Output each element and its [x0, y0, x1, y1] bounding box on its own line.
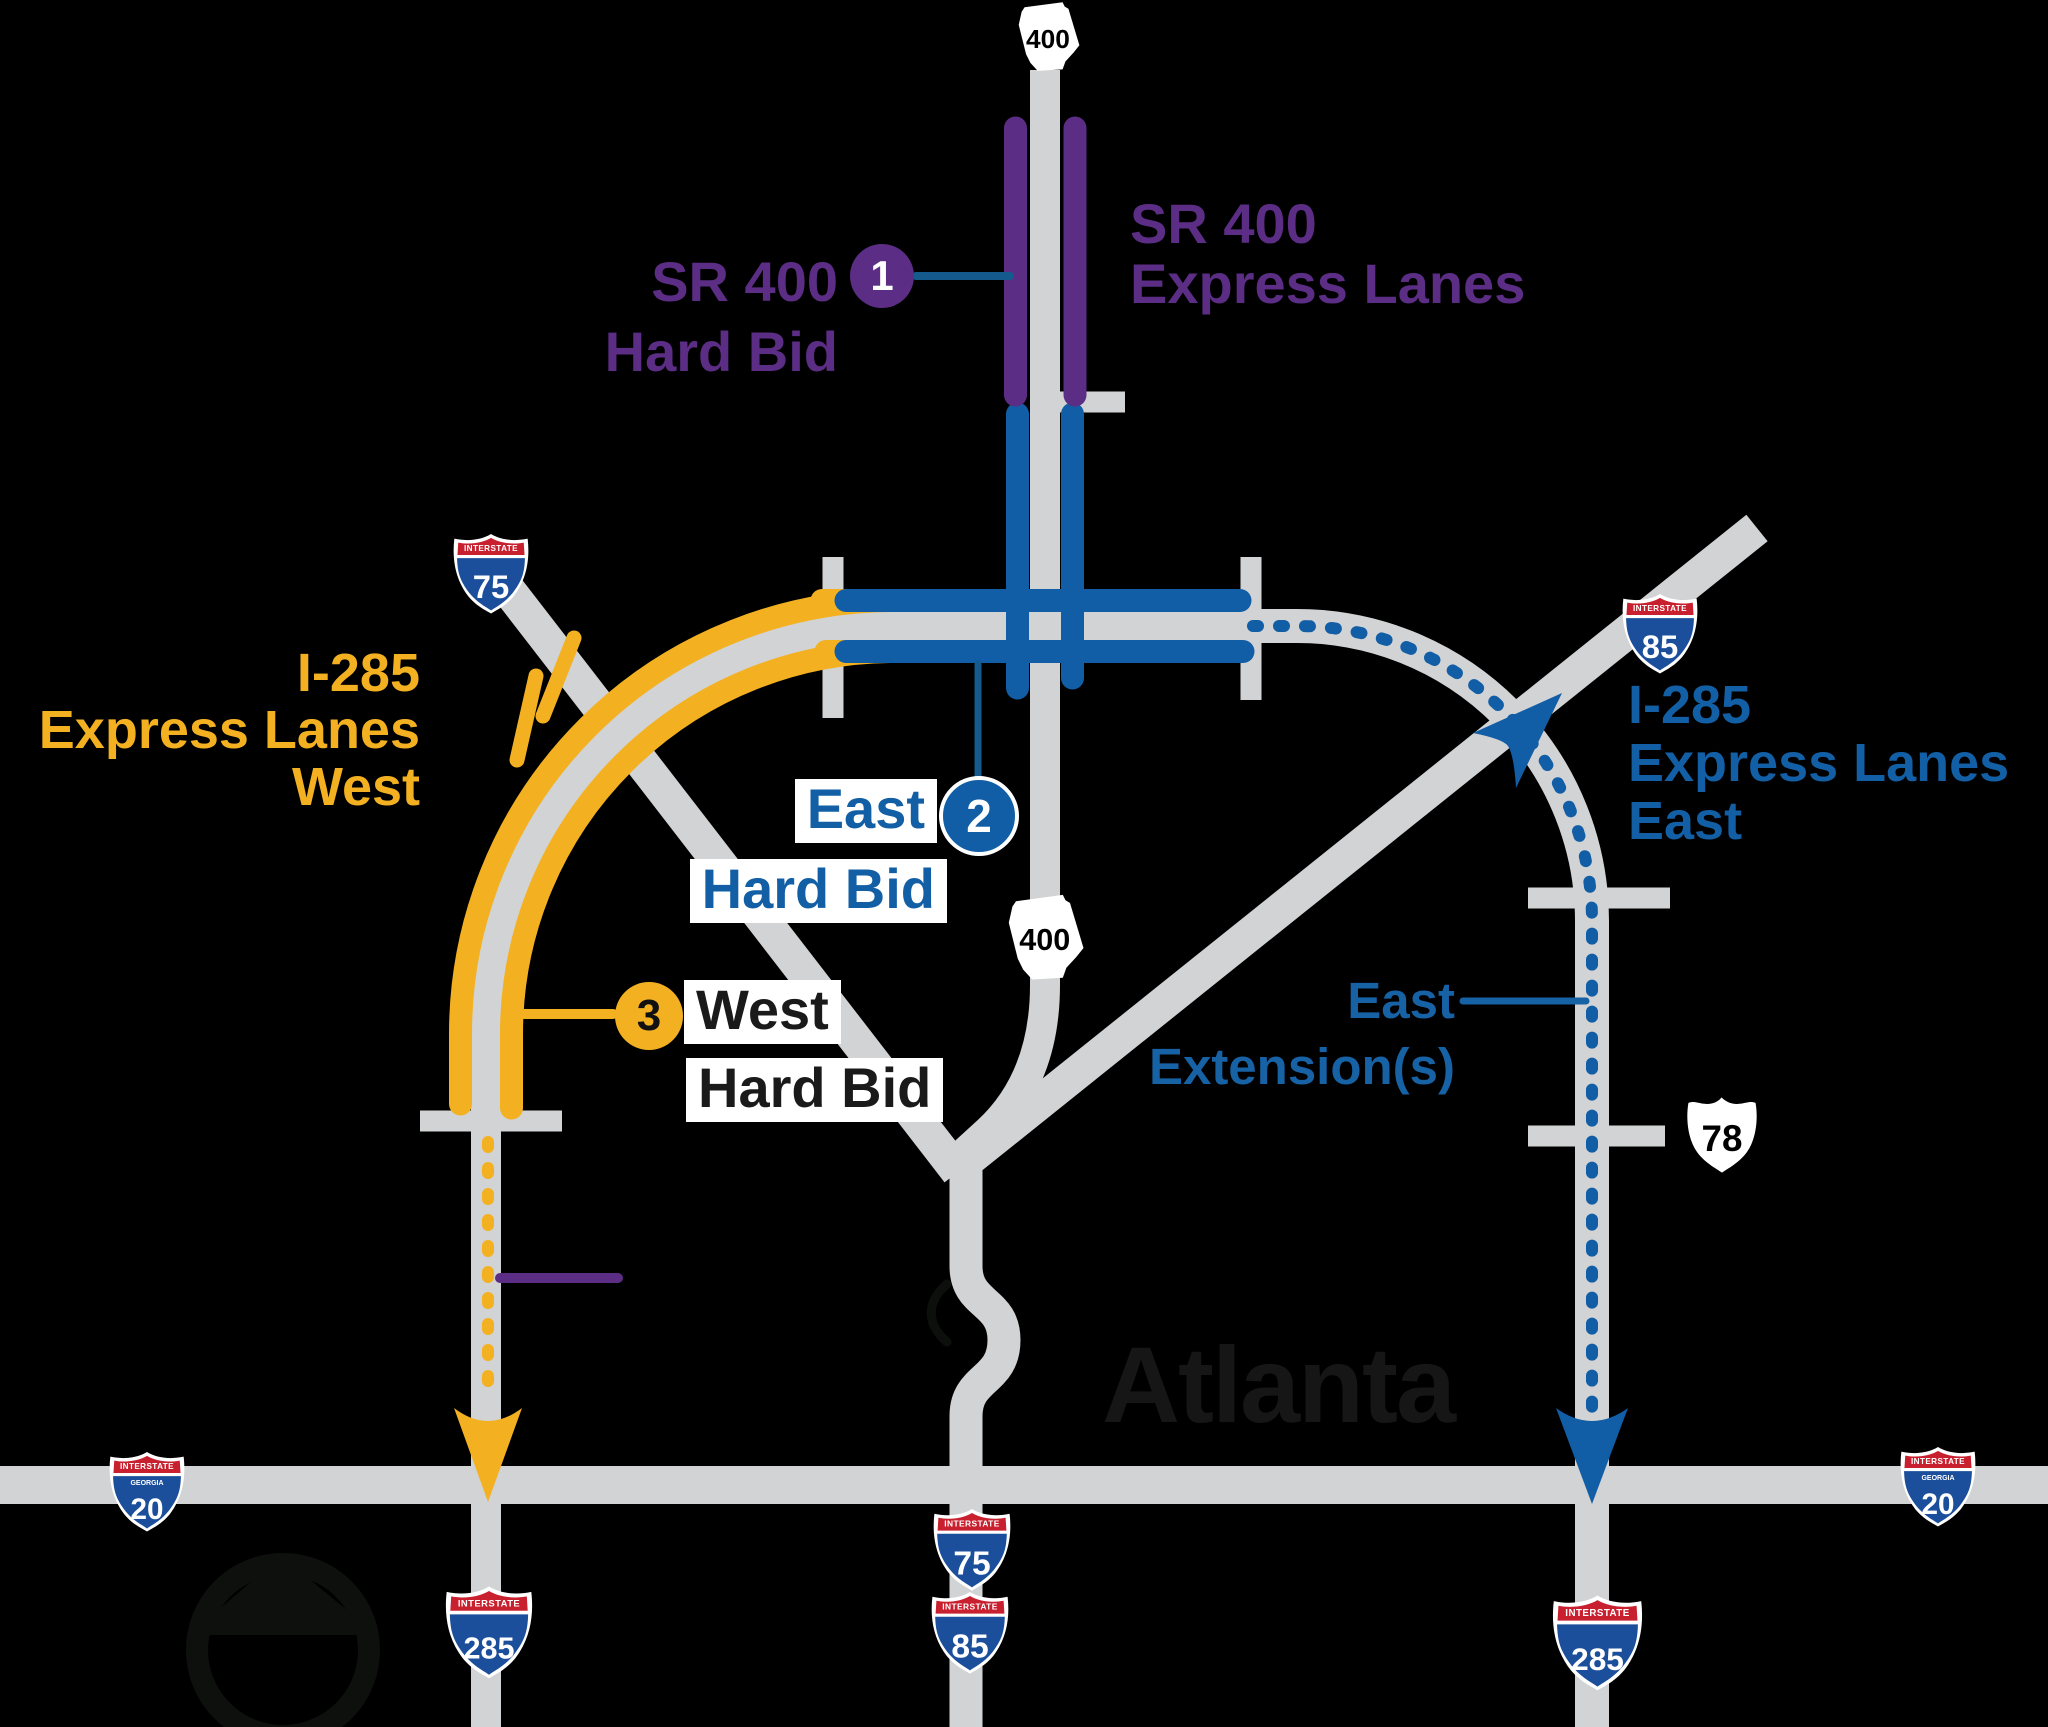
- blue-arrow-down-icon: [1556, 1408, 1628, 1504]
- road-i85-northeast: [937, 514, 1768, 1190]
- road-downtown-connector: [949, 1146, 1021, 1727]
- svg-text:75: 75: [473, 568, 509, 605]
- label-i285-east-line3: East: [1628, 791, 1743, 851]
- chip-west-hard-bid: Hard Bid: [686, 1058, 944, 1122]
- gdot-logo-bar: [190, 1624, 377, 1635]
- svg-text:75: 75: [953, 1546, 990, 1583]
- road-i285-top-west-perimeter: [471, 611, 1299, 1727]
- extension-dotted-lines: [482, 620, 1598, 1428]
- label-i285-west-line1: I-285: [296, 643, 420, 703]
- svg-text:85: 85: [1642, 628, 1678, 665]
- svg-text:INTERSTATE: INTERSTATE: [464, 544, 518, 553]
- svg-text:400: 400: [1019, 923, 1070, 957]
- svg-text:INTERSTATE: INTERSTATE: [458, 1598, 520, 1609]
- gold-lane-inner: [500, 640, 895, 1120]
- label-sr400-express-lanes: SR 400 Express Lanes: [1130, 194, 1525, 314]
- label-sr400-express-lanes-line1: SR 400: [1130, 192, 1317, 255]
- city-label-atlanta: Atlanta: [1102, 1324, 1456, 1445]
- gold-lane-outer: [449, 589, 895, 1116]
- label-sr400-hard-bid-line2: Hard Bid: [604, 320, 838, 383]
- i285-shield-right: INTERSTATE 285: [1552, 1595, 1643, 1691]
- gold-hash-marks: [509, 630, 582, 768]
- marker-2: 2: [939, 776, 1019, 856]
- label-east-extensions-line1: East: [1347, 972, 1455, 1029]
- sr400-purple-lanes: [1004, 116, 1087, 407]
- svg-text:GEORGIA: GEORGIA: [130, 1480, 163, 1487]
- chip-west: West: [684, 980, 841, 1044]
- sr400-shield-top: 400: [1018, 2, 1080, 71]
- blue-arrow-northeast-icon: [1473, 693, 1562, 788]
- i85-shield-top: INTERSTATE 85: [1622, 594, 1698, 674]
- label-east-extensions-line2: Extension(s): [1148, 1038, 1455, 1095]
- road-sr400: [942, 70, 1060, 1175]
- svg-text:20: 20: [1922, 1488, 1955, 1521]
- gdot-logo-mountain: [196, 1556, 370, 1629]
- chip-east: East: [794, 779, 937, 843]
- svg-text:85: 85: [951, 1629, 988, 1666]
- label-east-extensions: East Extension(s): [1149, 968, 1455, 1100]
- svg-text:INTERSTATE: INTERSTATE: [944, 1519, 999, 1529]
- label-i285-west-line3: West: [291, 757, 420, 817]
- svg-text:INTERSTATE: INTERSTATE: [1633, 604, 1687, 613]
- express-lanes: [449, 116, 1255, 1120]
- label-i285-east-line2: Express Lanes: [1628, 733, 2010, 793]
- label-i285-east-line1: I-285: [1628, 675, 1752, 735]
- svg-text:INTERSTATE: INTERSTATE: [942, 1602, 997, 1612]
- svg-text:400: 400: [1026, 24, 1070, 54]
- svg-text:INTERSTATE: INTERSTATE: [1565, 1608, 1629, 1619]
- sr400-shield-mid: 400: [1008, 894, 1084, 980]
- label-sr400-hard-bid: SR 400 Hard Bid: [605, 247, 838, 387]
- i20-shield-right: INTERSTATE GEORGIA 20: [1900, 1447, 1976, 1527]
- label-i285-express-lanes-west: I-285 Express Lanes West: [39, 645, 420, 816]
- label-i285-west-line2: Express Lanes: [38, 700, 420, 760]
- marker-3: 3: [615, 982, 683, 1050]
- leader-lines: [495, 272, 1590, 1283]
- us78-shield: 78: [1687, 1097, 1757, 1173]
- i75-shield-bottom: INTERSTATE 75: [933, 1509, 1011, 1591]
- svg-text:20: 20: [131, 1493, 164, 1526]
- i285-west-gold-lanes: [449, 589, 895, 1120]
- marker-1: 1: [850, 244, 914, 308]
- i75-shield-top: INTERSTATE 75: [453, 534, 529, 614]
- svg-text:INTERSTATE: INTERSTATE: [120, 1462, 174, 1471]
- chip-east-hard-bid: Hard Bid: [689, 859, 947, 923]
- hash-mark-2: [509, 668, 544, 768]
- gdot-logo: [186, 1553, 380, 1727]
- svg-text:285: 285: [1571, 1641, 1624, 1677]
- i85-shield-bottom: INTERSTATE 85: [931, 1592, 1009, 1674]
- label-sr400-express-lanes-line2: Express Lanes: [1130, 252, 1526, 315]
- svg-text:285: 285: [463, 1632, 514, 1666]
- direction-arrows: [454, 693, 1628, 1504]
- svg-text:GEORGIA: GEORGIA: [1921, 1475, 1954, 1482]
- label-sr400-hard-bid-line1: SR 400: [651, 250, 838, 313]
- dotted-blue-east-extension: [1247, 620, 1598, 1428]
- hash-mark-1: [535, 630, 582, 724]
- gold-arrow-down-icon: [454, 1408, 522, 1502]
- connector-bend-mark: [926, 1279, 952, 1347]
- svg-text:78: 78: [1702, 1118, 1743, 1159]
- label-i285-express-lanes-east: I-285 Express Lanes East: [1628, 676, 2009, 850]
- svg-text:INTERSTATE: INTERSTATE: [1911, 1457, 1965, 1466]
- i285-east-blue-lanes: [834, 402, 1255, 700]
- i285-shield-left: INTERSTATE 285: [445, 1586, 533, 1679]
- i20-shield-left: INTERSTATE GEORGIA 20: [109, 1452, 185, 1532]
